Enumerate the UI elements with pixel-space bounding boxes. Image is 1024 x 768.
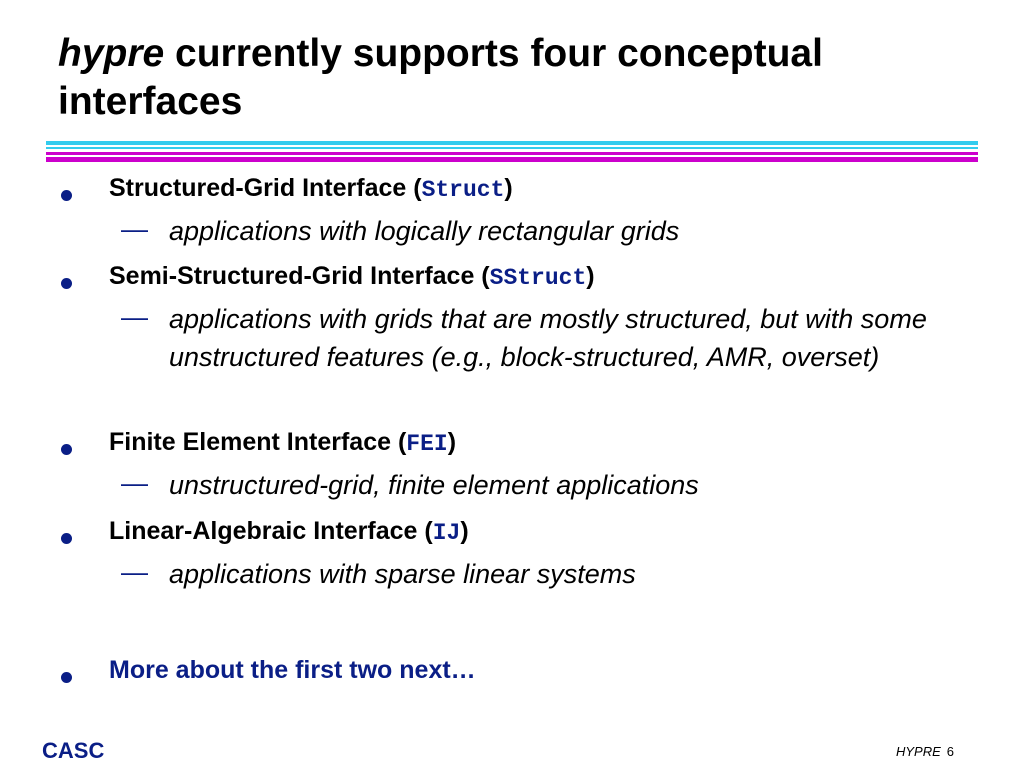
bullet-icon: [61, 533, 72, 544]
next-heading: More about the first two next…: [109, 656, 476, 684]
code-label: SStruct: [489, 265, 587, 291]
item-heading: Finite Element Interface (FEI): [109, 428, 457, 457]
page-number: 6: [946, 744, 955, 759]
divider-magenta-2: [46, 157, 978, 162]
item-description: unstructured-grid, finite element applic…: [169, 470, 699, 500]
slide-title: hypre currently supports four conceptual…: [58, 30, 998, 126]
code-label: IJ: [432, 520, 461, 546]
item-heading: Structured-Grid Interface (Struct): [109, 174, 513, 203]
item-description: applications with logically rectangular …: [169, 216, 680, 246]
code-label: FEI: [406, 431, 448, 457]
footer-title: HYPRE: [896, 744, 941, 759]
bullet-icon: [61, 278, 72, 289]
divider-cyan-1: [46, 141, 978, 145]
item-description: applications with grids that are mostly …: [169, 304, 927, 372]
code-label: Struct: [421, 177, 505, 203]
bullet-icon: [61, 444, 72, 455]
bullet-icon: [61, 672, 72, 683]
footer-page-info: HYPRE 6: [896, 744, 954, 759]
item-heading: Linear-Algebraic Interface (IJ): [109, 517, 469, 546]
footer-logo-text: CASC: [42, 738, 105, 763]
item-description: applications with sparse linear systems: [169, 559, 636, 589]
dash-icon: —: [121, 214, 148, 244]
title-italic: hypre: [58, 32, 165, 75]
title-rest: currently supports four conceptual inter…: [58, 32, 823, 123]
divider-magenta-1: [46, 152, 978, 155]
bullet-icon: [61, 190, 72, 201]
dash-icon: —: [121, 302, 148, 332]
dash-icon: —: [121, 557, 148, 587]
divider-cyan-2: [46, 147, 978, 149]
item-heading: Semi-Structured-Grid Interface (SStruct): [109, 262, 595, 291]
dash-icon: —: [121, 468, 148, 498]
